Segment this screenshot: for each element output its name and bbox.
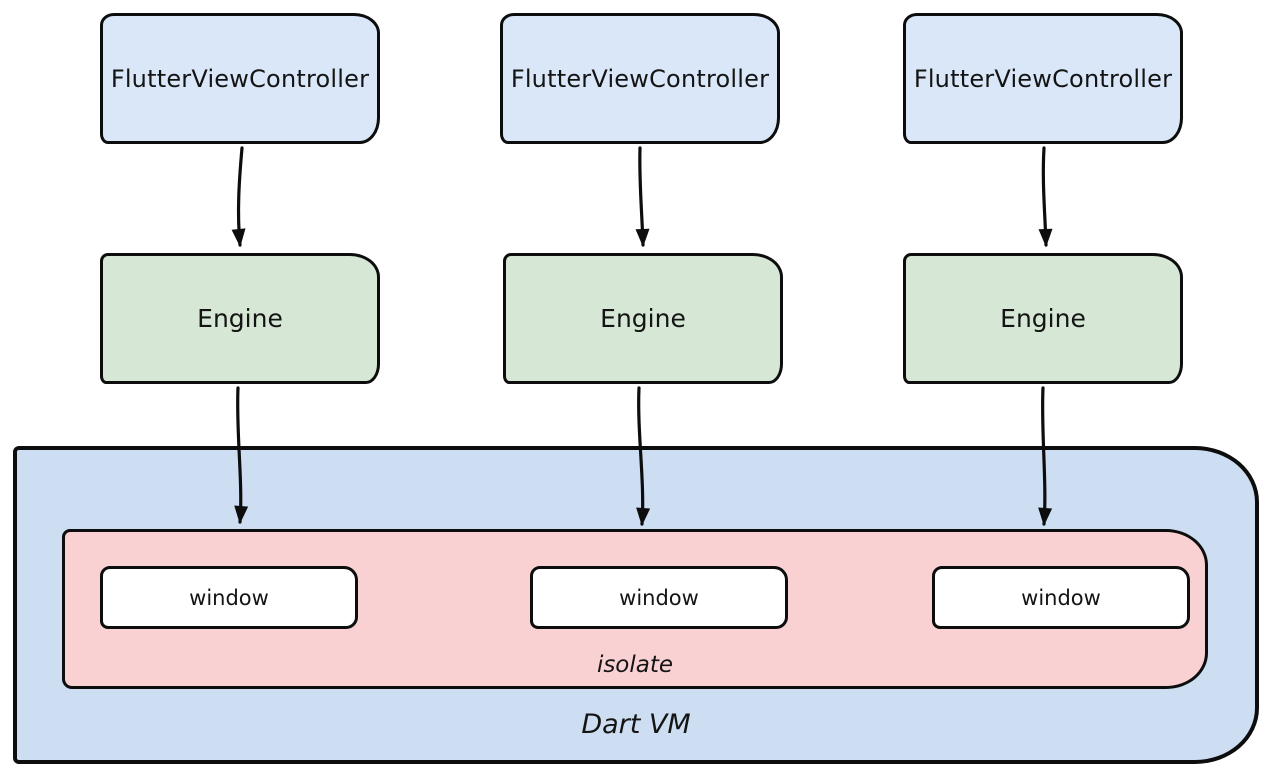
flutter-view-controller-box-2: FlutterViewController — [500, 13, 780, 144]
dart-vm-label: Dart VM — [581, 709, 691, 740]
arrow-controller-to-engine-1 — [231, 146, 246, 247]
engine-box-1: Engine — [100, 253, 380, 384]
arrow-controller-to-engine-2 — [635, 146, 650, 247]
engine-box-2: Engine — [503, 253, 783, 384]
engine-box-3: Engine — [903, 253, 1183, 384]
flutter-view-controller-box-1: FlutterViewController — [100, 13, 380, 144]
window-box-1: window — [100, 566, 358, 629]
isolate-label: isolate — [596, 652, 674, 678]
arrow-controller-to-engine-3 — [1038, 146, 1053, 247]
window-box-2: window — [530, 566, 788, 629]
window-box-3: window — [932, 566, 1190, 629]
flutter-view-controller-box-3: FlutterViewController — [903, 13, 1183, 144]
